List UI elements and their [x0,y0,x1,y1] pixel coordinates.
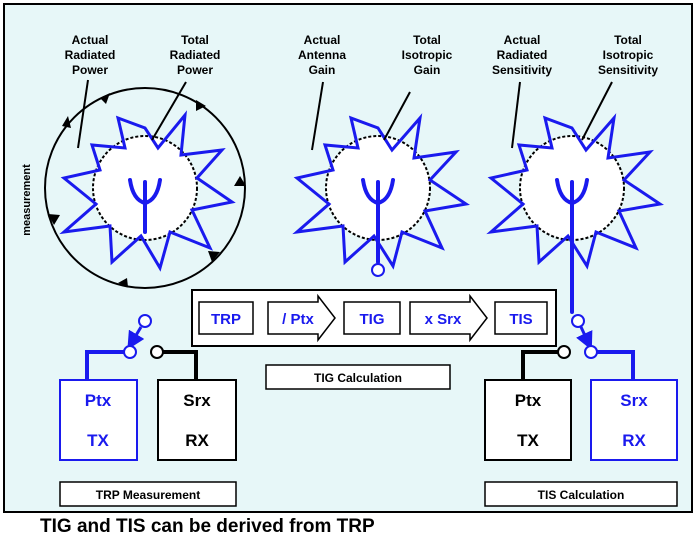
label-actual-radiated-power: Actual Radiated Power [65,33,116,77]
antenna-pattern-trp [59,110,236,272]
svg-text:Actual: Actual [304,33,341,47]
label-total-isotropic-gain: Total Isotropic Gain [402,33,453,77]
gain-pattern-star [292,113,470,270]
label-actual-radiated-sensitivity: Actual Radiated Sensitivity [492,33,552,77]
svg-text:Actual: Actual [504,33,541,47]
svg-text:Gain: Gain [309,63,336,77]
antenna-pattern-tig [292,113,470,277]
flow-box-tis [494,301,548,335]
svg-text:TIG: TIG [360,311,385,328]
svg-text:Gain: Gain [414,63,441,77]
right-tx-box: Ptx TX [484,379,572,461]
svg-text:Radiated: Radiated [497,48,548,62]
svg-text:/ Ptx: / Ptx [282,311,314,328]
label-total-isotropic-sensitivity: Total Isotropic Sensitivity [598,33,658,77]
svg-text:Radiated: Radiated [170,48,221,62]
svg-text:Power: Power [72,63,108,77]
sensitivity-pattern-star [486,113,664,270]
svg-text:Isotropic: Isotropic [603,48,654,62]
caption-tis-calculation: TIS Calculation [484,481,678,507]
label-total-radiated-power: Total Radiated Power [170,33,221,77]
flow-arrow-1 [267,293,336,343]
measurement-orbit [44,87,246,289]
svg-text:Total: Total [413,33,441,47]
left-switch [85,314,198,380]
svg-text:RX: RX [185,431,209,450]
flow-arrow-2 [409,293,488,343]
svg-text:Sensitivity: Sensitivity [598,63,658,77]
antenna-icon [555,178,589,314]
label-measurement: measurement [21,164,33,236]
svg-text:Srx: Srx [183,391,211,410]
svg-text:Power: Power [177,63,213,77]
left-tx-box: Ptx TX [59,379,138,461]
orbit-arrows [48,93,246,287]
caption-tig-calculation: TIG Calculation [265,364,451,390]
svg-text:Antenna: Antenna [298,48,346,62]
calculation-flow: TRP / Ptx TIG x Srx TIS [191,289,557,347]
svg-text:TRP Measurement: TRP Measurement [96,488,200,502]
label-actual-antenna-gain: Actual Antenna Gain [298,33,346,77]
label-leaders [77,79,613,151]
antenna-icon [361,178,395,264]
svg-text:Radiated: Radiated [65,48,116,62]
svg-text:Ptx: Ptx [85,391,112,410]
antenna-icon [128,178,162,234]
svg-text:Sensitivity: Sensitivity [492,63,552,77]
antenna-port [371,263,385,277]
svg-text:Total: Total [181,33,209,47]
footer-caption: TIG and TIS can be derived from TRP [40,516,375,537]
svg-text:TIS Calculation: TIS Calculation [538,488,625,502]
svg-text:RX: RX [622,431,646,450]
svg-text:TIS: TIS [509,311,532,328]
right-rx-box: Srx RX [590,379,678,461]
svg-text:Ptx: Ptx [515,391,542,410]
svg-text:TIG Calculation: TIG Calculation [314,371,402,385]
flow-box-tig [343,301,401,335]
svg-text:x Srx: x Srx [425,311,462,328]
caption-trp-measurement: TRP Measurement [59,481,237,507]
svg-text:Actual: Actual [72,33,109,47]
left-rx-box: Srx RX [157,379,237,461]
svg-text:TX: TX [517,431,539,450]
right-switch [521,314,635,380]
flow-box-trp [198,301,254,335]
radiated-pattern-star [59,110,236,272]
svg-text:Srx: Srx [620,391,648,410]
svg-text:Isotropic: Isotropic [402,48,453,62]
svg-text:Total: Total [614,33,642,47]
svg-text:TX: TX [87,431,109,450]
svg-text:TRP: TRP [211,311,241,328]
antenna-pattern-tis [486,113,664,314]
